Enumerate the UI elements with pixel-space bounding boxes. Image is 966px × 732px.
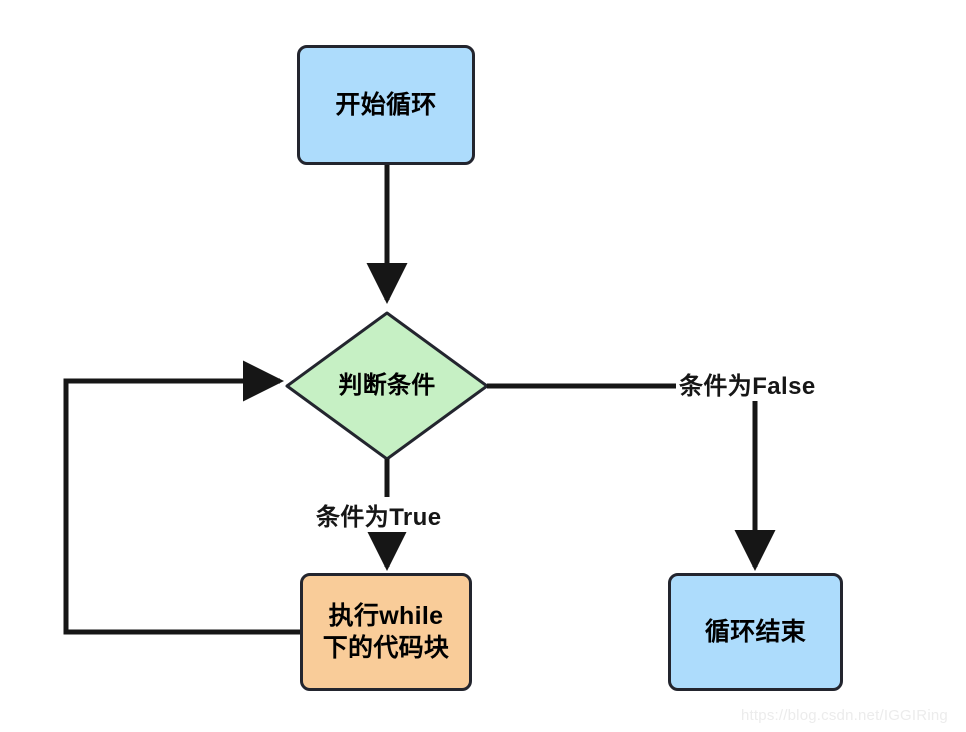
edge-label-condition-true: 条件为True: [313, 497, 445, 532]
edge-body-to-decision-loopback: [63, 360, 300, 635]
node-loop-body-label-line1: 执行while: [328, 602, 444, 630]
node-decision-label: 判断条件: [338, 371, 436, 399]
node-start[interactable]: 开始循环: [297, 45, 475, 165]
node-start-label: 开始循环: [335, 91, 437, 119]
node-loop-body-label-line2: 下的代码块: [322, 634, 450, 662]
node-end-label: 循环结束: [704, 618, 807, 646]
node-end[interactable]: 循环结束: [668, 573, 843, 691]
node-decision[interactable]: 判断条件: [286, 312, 488, 460]
node-loop-body[interactable]: 执行while 下的代码块: [300, 573, 472, 691]
node-loop-body-text: 执行while 下的代码块: [323, 600, 450, 664]
watermark-text: https://blog.csdn.net/IGGIRing: [741, 707, 948, 724]
edge-label-condition-false: 条件为False: [676, 366, 819, 401]
